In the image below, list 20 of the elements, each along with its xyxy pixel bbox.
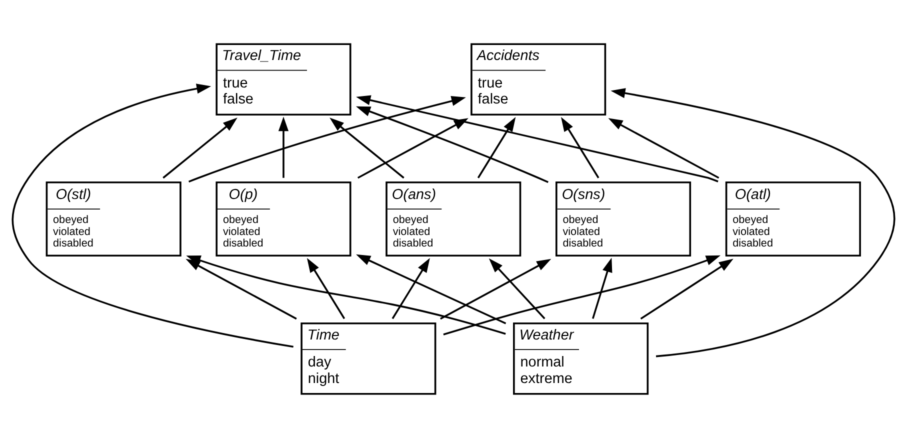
arrow bbox=[610, 88, 896, 357]
arrow bbox=[640, 258, 734, 320]
arrow bbox=[356, 254, 506, 324]
arrow bbox=[162, 117, 238, 178]
arrow bbox=[278, 116, 289, 178]
arrow bbox=[592, 257, 612, 318]
arrow bbox=[356, 94, 718, 182]
arrow bbox=[306, 258, 346, 319]
arrow bbox=[12, 83, 294, 348]
arrow bbox=[488, 258, 546, 319]
arrow bbox=[561, 116, 600, 178]
arrow bbox=[477, 116, 516, 178]
arrow bbox=[330, 117, 404, 178]
arrow bbox=[392, 258, 430, 319]
arrow bbox=[443, 254, 721, 335]
arrow bbox=[188, 96, 466, 182]
arrow bbox=[608, 118, 720, 178]
arrow bbox=[357, 118, 468, 178]
arrow bbox=[356, 106, 549, 182]
arrow bbox=[440, 258, 552, 320]
